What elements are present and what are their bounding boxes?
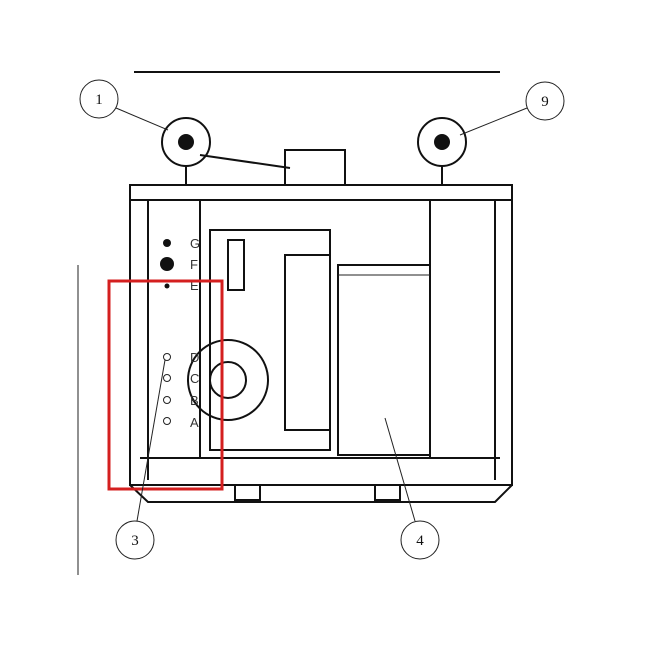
callout-3: 3 bbox=[115, 359, 166, 560]
frame-outline bbox=[129, 184, 513, 486]
panel-label-d: D bbox=[190, 350, 199, 365]
svg-text:1: 1 bbox=[95, 92, 103, 108]
lifting-bracket bbox=[284, 149, 346, 185]
svg-text:4: 4 bbox=[416, 533, 424, 549]
panel-label-c: C bbox=[190, 371, 199, 386]
lamp-right bbox=[417, 117, 467, 185]
panel-label-f: F bbox=[190, 257, 198, 272]
callout-1: 1 bbox=[79, 79, 169, 131]
lamp-left bbox=[161, 117, 291, 185]
svg-text:3: 3 bbox=[131, 533, 139, 549]
panel-label-g: G bbox=[190, 236, 200, 251]
panel-label-a: A bbox=[190, 415, 199, 430]
panel-label-b: B bbox=[190, 393, 199, 408]
tank-box bbox=[337, 264, 431, 456]
engine-assembly bbox=[187, 229, 331, 451]
callout-9: 9 bbox=[459, 81, 565, 136]
svg-text:9: 9 bbox=[541, 94, 549, 110]
panel-label-e: E bbox=[190, 278, 199, 293]
callout-4: 4 bbox=[384, 417, 440, 560]
panel-holes bbox=[160, 239, 174, 425]
highlight-box bbox=[107, 279, 224, 491]
